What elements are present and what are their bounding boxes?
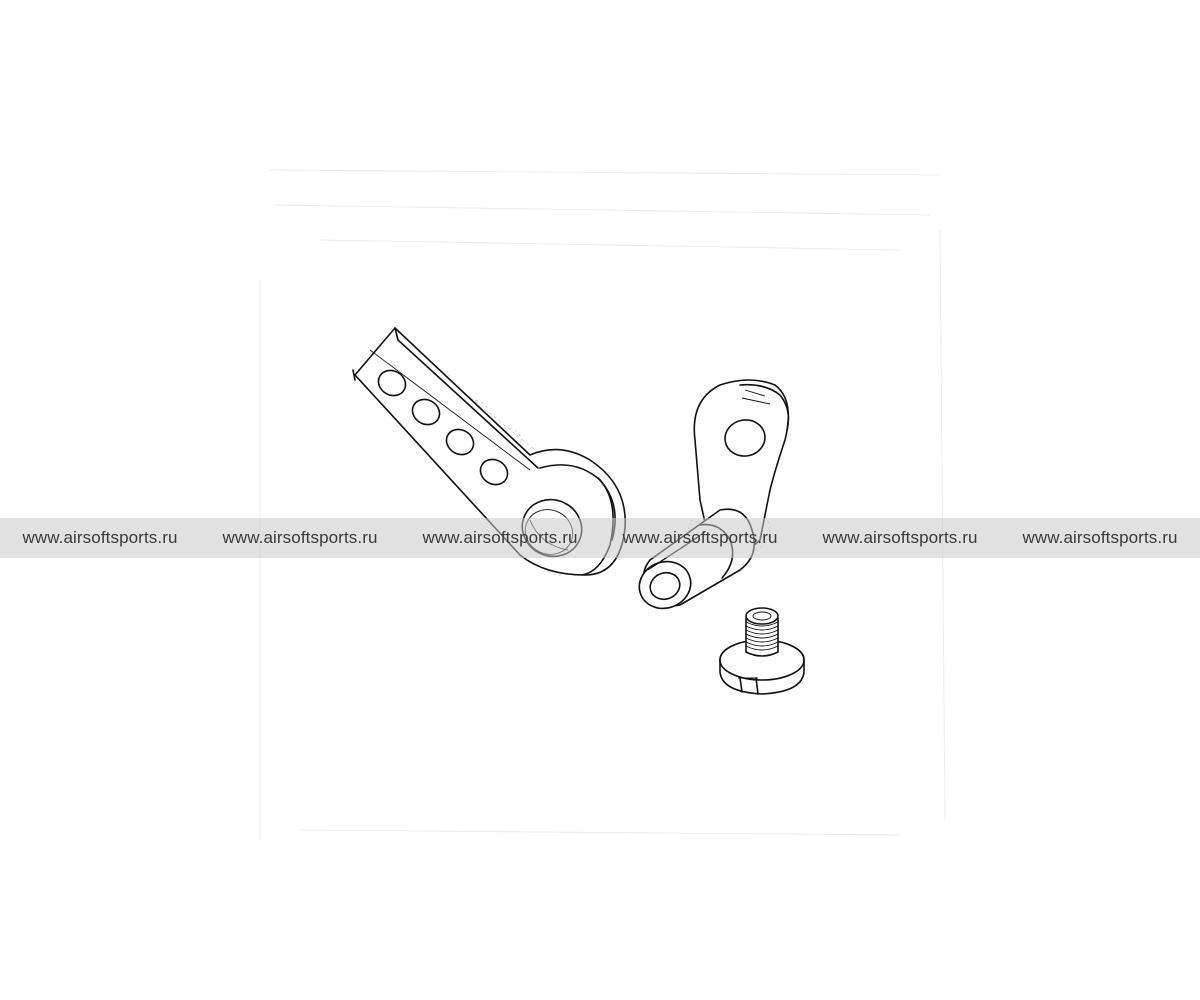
crank-hole (724, 419, 766, 457)
arm-hole-3 (445, 428, 475, 456)
crank-part (638, 379, 790, 610)
lever-arm-part (352, 327, 626, 576)
arm-hole-2 (411, 398, 441, 426)
screw-thread-top (745, 607, 779, 625)
arm-hole-1 (377, 369, 407, 397)
screw-part (719, 607, 805, 695)
arm-hole-4 (479, 458, 509, 486)
